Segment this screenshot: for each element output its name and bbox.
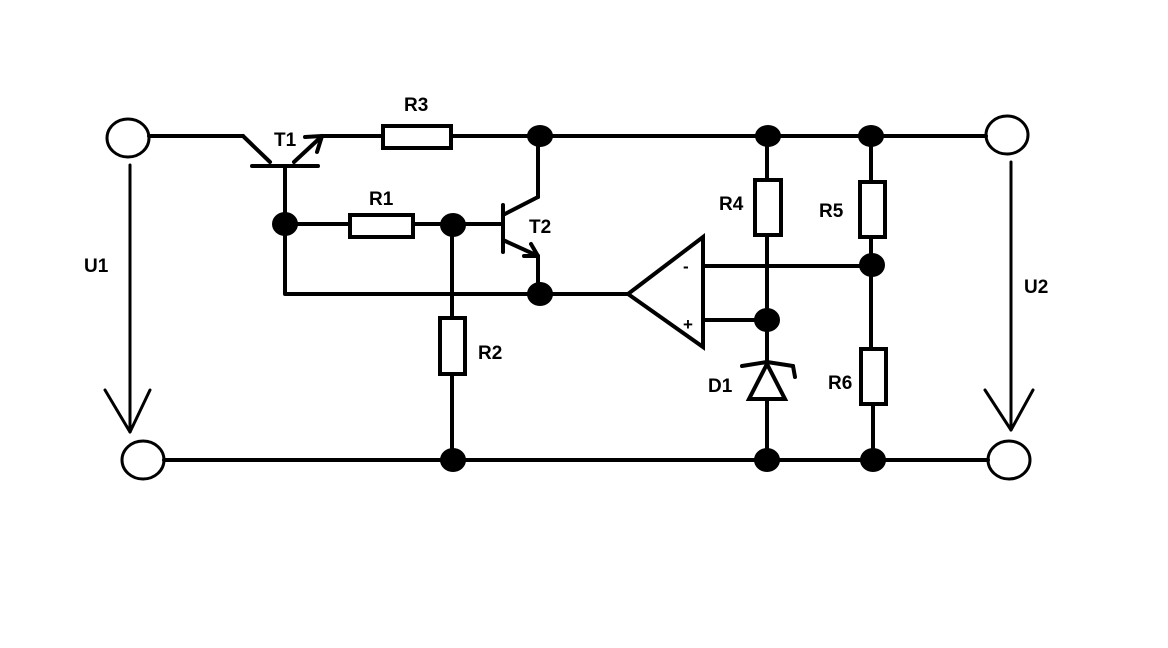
resistor-r1 [348, 213, 415, 239]
label-r5: R5 [819, 201, 844, 222]
voltage-arrow-u1 [103, 163, 152, 434]
voltage-arrow-u2 [983, 160, 1035, 432]
label-u1: U1 [84, 256, 109, 277]
label-t2: T2 [529, 217, 551, 238]
label-r6: R6 [828, 373, 852, 394]
label-r4: R4 [719, 194, 744, 215]
opamp-minus-label: - [683, 257, 689, 276]
zener-diode-d1 [740, 359, 797, 401]
resistor-r4 [753, 178, 783, 237]
resistor-r5 [858, 180, 887, 239]
label-r1: R1 [369, 189, 394, 210]
resistor-r2 [438, 316, 467, 376]
label-r3: R3 [404, 95, 428, 116]
label-d1: D1 [708, 376, 733, 397]
input-terminal-bottom [120, 439, 166, 481]
resistor-r3 [381, 124, 453, 150]
label-u2: U2 [1024, 277, 1048, 298]
output-terminal-top [984, 114, 1030, 156]
resistor-r6 [859, 347, 888, 406]
label-r2: R2 [478, 343, 502, 364]
output-terminal-bottom [986, 439, 1032, 481]
input-terminal-top [105, 117, 151, 159]
op-amp [624, 232, 705, 351]
transistor-t2 [501, 134, 540, 296]
label-t1: T1 [274, 130, 297, 151]
opamp-plus-label: + [683, 315, 693, 334]
junction-dots [272, 125, 886, 472]
